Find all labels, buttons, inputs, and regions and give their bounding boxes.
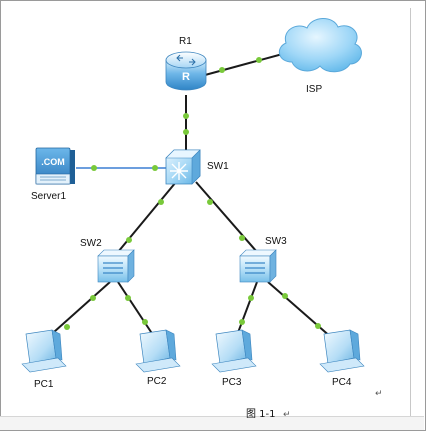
page-margin-divider [410, 8, 411, 418]
link-sw2-pc2[interactable] [117, 281, 156, 339]
sw3-label: SW3 [265, 236, 287, 247]
link-sw2-pc1[interactable] [44, 281, 111, 341]
pc-icon[interactable] [319, 329, 365, 373]
sw2-label: SW2 [80, 238, 102, 249]
isp-cloud-icon[interactable] [278, 18, 362, 73]
pc-icon[interactable] [21, 329, 67, 373]
link-port-dot [239, 235, 245, 241]
link-port-dot [219, 67, 225, 73]
link-port-dot [239, 319, 245, 325]
link-port-dot [64, 324, 70, 330]
sw1-label: SW1 [207, 161, 229, 172]
link-port-dot [207, 199, 213, 205]
pc-icon[interactable] [135, 329, 181, 373]
link-port-dot [183, 113, 189, 119]
server1-label: Server1 [31, 191, 66, 202]
r1-label: R1 [179, 36, 192, 47]
paragraph-mark: ↵ [375, 389, 383, 399]
links-layer [44, 51, 333, 341]
pc1-label: PC1 [34, 379, 54, 390]
link-port-dot [152, 165, 158, 171]
link-port-dot [183, 129, 189, 135]
link-port-dot [248, 295, 254, 301]
link-port-dot [126, 237, 132, 243]
link-sw3-pc4[interactable] [267, 281, 333, 339]
switch-icon[interactable] [97, 249, 135, 283]
server-icon[interactable]: .COM [35, 147, 75, 185]
pc4-label: PC4 [332, 377, 352, 388]
router-icon[interactable]: R [165, 51, 207, 91]
link-r1-isp[interactable] [204, 51, 291, 76]
figure-caption: 图 1-1 [246, 408, 276, 420]
link-port-dot [256, 57, 262, 63]
link-port-dot [282, 293, 288, 299]
link-sw1-sw3[interactable] [195, 181, 258, 253]
pc3-label: PC3 [222, 377, 242, 388]
core-switch-icon[interactable] [165, 149, 201, 185]
page-bottom-edge [0, 416, 424, 430]
link-port-dot [91, 165, 97, 171]
link-port-dot [125, 295, 131, 301]
link-port-dot [90, 295, 96, 301]
switch-icon[interactable] [239, 249, 277, 283]
caption-paragraph-mark: ↵ [283, 410, 291, 420]
svg-text:R: R [182, 71, 190, 83]
link-port-dot [158, 199, 164, 205]
link-sw3-pc3[interactable] [235, 281, 258, 339]
pc-icon[interactable] [211, 329, 257, 373]
server-badge: .COM [41, 157, 65, 167]
link-port-dot [142, 319, 148, 325]
link-port-dot [315, 323, 321, 329]
isp-label: ISP [306, 84, 322, 95]
pc2-label: PC2 [147, 376, 167, 387]
